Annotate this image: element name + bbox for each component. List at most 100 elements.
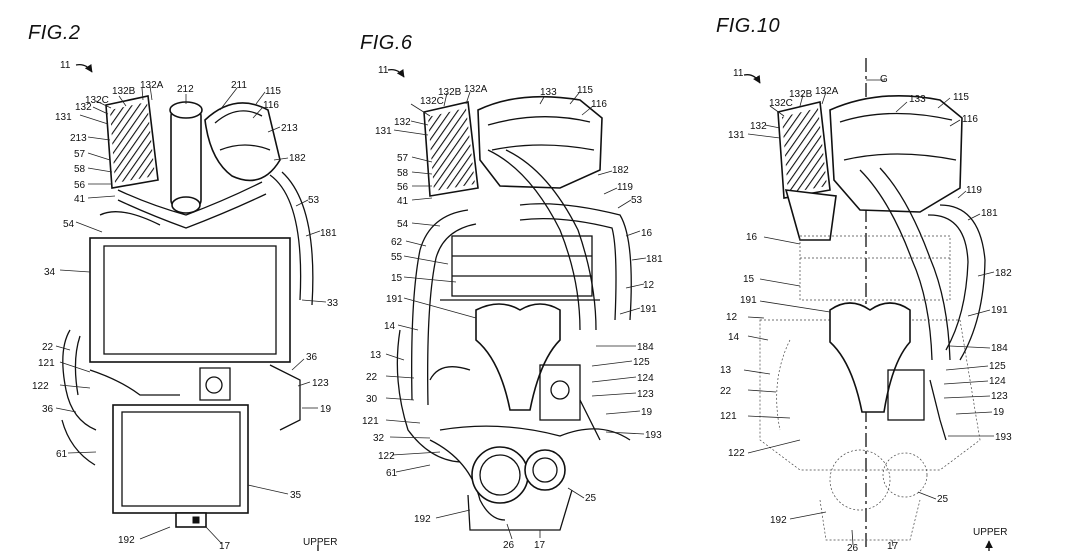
fig2-label: 35: [290, 490, 302, 501]
fig6-label: 115: [577, 85, 593, 96]
fig2-label: 122: [32, 381, 49, 392]
fig6-label: 132B: [438, 87, 462, 98]
fig6-label: 22: [366, 372, 378, 383]
fig10-label: UPPER: [973, 527, 1007, 538]
fig6-label: 25: [585, 493, 597, 504]
fig6-label: 61: [386, 468, 398, 479]
fig2-label: 132C: [85, 95, 109, 106]
fig6-label: 123: [637, 389, 654, 400]
fig10-label: 13: [720, 365, 732, 376]
fig6-label: 121: [362, 416, 379, 427]
fig2-label: 121: [38, 358, 55, 369]
fig2-label: 132B: [112, 86, 136, 97]
fig6-label: 119: [617, 182, 633, 193]
fig2-label: 132A: [140, 80, 164, 91]
fig10-label: 121: [720, 411, 737, 422]
fig10-label: 132: [750, 121, 767, 132]
fig6-label: 181: [646, 254, 663, 265]
fig6-title: FIG.6: [360, 32, 413, 54]
fig6-label: 182: [612, 165, 629, 176]
fig2-label: 33: [327, 298, 339, 309]
fig10-label: 119: [966, 185, 982, 196]
fig2-label: 213: [281, 123, 298, 134]
fig10-label: 15: [743, 274, 755, 285]
fig6-label: 14: [384, 321, 396, 332]
fig2-label: 19: [320, 404, 332, 415]
fig2-label: 182: [289, 153, 306, 164]
fig10-label: 25: [937, 494, 949, 505]
fig2-label: 58: [74, 164, 86, 175]
fig6-label: 17: [534, 540, 546, 551]
fig2-label: 132: [75, 102, 92, 113]
fig6-label: 55: [391, 252, 403, 263]
fig6-label: 53: [631, 195, 643, 206]
fig6-label: 16: [641, 228, 653, 239]
fig2-label: 116: [263, 100, 279, 111]
fig6-label: 191: [386, 294, 403, 305]
fig10-label: 132A: [815, 86, 839, 97]
fig2-label: 56: [74, 180, 86, 191]
fig6-label: 125: [633, 357, 650, 368]
fig10-label: 184: [991, 343, 1008, 354]
fig6-label: 30: [366, 394, 378, 405]
fig2-label: 53: [308, 195, 320, 206]
fig2-label: 211: [231, 80, 247, 91]
fig6-label: 41: [397, 196, 409, 207]
fig10-label: 182: [995, 268, 1012, 279]
fig10-label: 16: [746, 232, 758, 243]
fig10-label: 115: [953, 92, 969, 103]
fig6-label: 132C: [420, 96, 444, 107]
fig6-label: 15: [391, 273, 403, 284]
fig10-label: 14: [728, 332, 740, 343]
fig2-label: 54: [63, 219, 75, 230]
fig6-label: 133: [540, 87, 557, 98]
fig6-label: 58: [397, 168, 409, 179]
fig10-label: 192: [770, 515, 787, 526]
fig2-label: 34: [44, 267, 56, 278]
fig10-label: 11: [733, 68, 744, 79]
fig6-reference-labels: 11 132 132C 132B 132A 131 57 58 56 41 54…: [362, 65, 663, 551]
fig10-label: 132B: [789, 89, 813, 100]
fig2-label: 36: [42, 404, 54, 415]
fig6-label: 12: [643, 280, 655, 291]
fig2-label: 41: [74, 194, 86, 205]
fig10-label: 125: [989, 361, 1006, 372]
fig6-label: 184: [637, 342, 654, 353]
fig10-label: 26: [847, 543, 859, 551]
fig2-label: 17: [219, 541, 231, 551]
fig10-label: G: [880, 74, 888, 85]
fig10-label: 193: [995, 432, 1012, 443]
fig6-label: 124: [637, 373, 654, 384]
fig2-label: 123: [312, 378, 329, 389]
fig6-label: 32: [373, 433, 385, 444]
fig10-title: FIG.10: [716, 15, 781, 37]
fig2-label: 22: [42, 342, 54, 353]
fig2-label: 36: [306, 352, 318, 363]
fig10-label: 123: [991, 391, 1008, 402]
fig6-label: 132: [394, 117, 411, 128]
fig10-label: 22: [720, 386, 732, 397]
fig6-label: 116: [591, 99, 607, 110]
fig10-label: 116: [962, 114, 978, 125]
fig10-label: 122: [728, 448, 745, 459]
fig2-label: 115: [265, 86, 281, 97]
fig6-label: 54: [397, 219, 409, 230]
fig2-label: 61: [56, 449, 68, 460]
fig6-label: 13: [370, 350, 382, 361]
fig2-label: UPPER: [303, 537, 337, 548]
fig6-drawing: 11 132 132C 132B 132A 131 57 58 56 41 54…: [362, 65, 663, 551]
fig6-label: 191: [640, 304, 657, 315]
fig2-label: 131: [55, 112, 72, 123]
fig6-label: 26: [503, 540, 515, 551]
fig2-reference-labels: 11 132 132C 132B 132A 131 213 57 58 56 4…: [32, 60, 339, 551]
fig6-label: 131: [375, 126, 392, 137]
fig6-label: 57: [397, 153, 409, 164]
fig10-reference-labels: 11 132 132C 132B 132A 131 G 133 115 116 …: [720, 68, 1012, 551]
fig6-label: 122: [378, 451, 395, 462]
fig10-label: 19: [993, 407, 1005, 418]
fig2-label: 212: [177, 84, 194, 95]
fig10-label: 17: [887, 541, 899, 551]
fig10-label: 191: [740, 295, 757, 306]
